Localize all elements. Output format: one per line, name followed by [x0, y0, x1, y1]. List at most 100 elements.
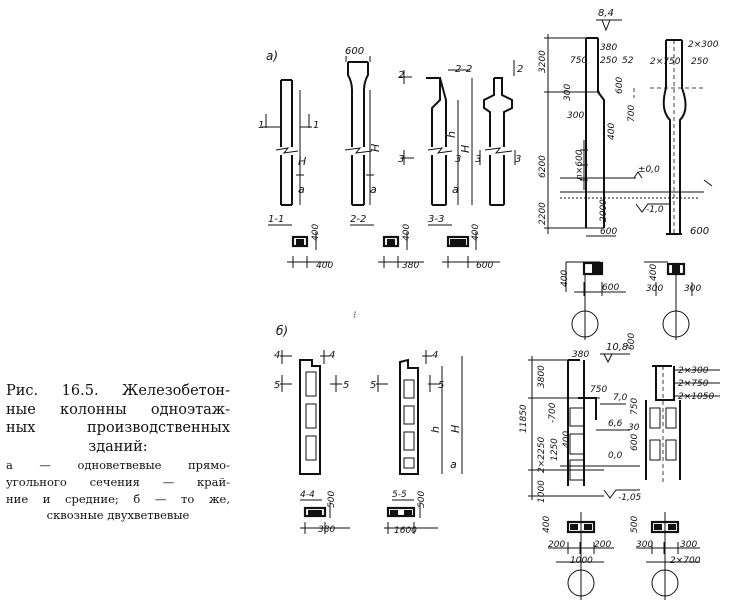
column-4-middle: 2 3 3: [475, 60, 523, 206]
svg-text:3800: 3800: [537, 365, 547, 388]
legend-line-4: сквозные двухветвевые: [46, 508, 190, 523]
svg-text:1000: 1000: [537, 480, 547, 503]
svg-text:500: 500: [630, 516, 640, 533]
svg-text:750: 750: [570, 56, 587, 66]
svg-text:700: 700: [627, 105, 637, 122]
section-3-3-label: 3-3: [428, 214, 444, 225]
level-0-0-b: 0,0: [608, 451, 623, 461]
svg-text:400: 400: [542, 516, 552, 533]
svg-text:600: 600: [690, 226, 709, 237]
frame-b-sections: 400 200 200 1000 500 300 300 2×700: [542, 512, 701, 600]
frame-b-extreme-column: 380 10,8 600 11850 3800 750 -700 7,0 400…: [519, 333, 642, 503]
svg-text:a: a: [370, 183, 377, 196]
frame-a-sections: 400 600 400 300 300: [560, 261, 701, 340]
svg-text:500: 500: [417, 491, 427, 508]
legend-line-3: ние и средние; б — то же,: [6, 491, 230, 506]
level-6-6: 6,6: [608, 419, 623, 429]
svg-text:3: 3: [398, 154, 404, 165]
svg-text:750: 750: [630, 398, 640, 415]
frame-a-middle-column: 2×300 2×750 250 600: [560, 39, 719, 237]
section-4-4-label: 4-4: [300, 490, 315, 500]
svg-text:2×700: 2×700: [670, 556, 701, 566]
caption-line-3: ных производственных: [6, 420, 230, 437]
svg-text:5: 5: [438, 380, 444, 391]
svg-text:30: 30: [628, 423, 640, 433]
svg-text:h: h: [429, 426, 442, 433]
column-5-two-branch: 4 4 5 5 4-4 500 380: [274, 350, 350, 535]
svg-text:300: 300: [646, 284, 663, 294]
svg-text:2×300: 2×300: [688, 40, 719, 50]
svg-text:4: 4: [329, 350, 335, 361]
svg-text:400: 400: [649, 264, 659, 281]
svg-text:2×2250: 2×2250: [537, 437, 547, 473]
svg-text:750: 750: [590, 385, 607, 395]
column-2-rectangular: 600 H a 2-2 400 380: [344, 46, 424, 271]
caption-line-4: зданий:: [88, 438, 148, 455]
level-10-8: 10,8: [606, 342, 628, 353]
section-1-1-label: 1-1: [268, 214, 284, 225]
svg-text:300: 300: [680, 540, 697, 550]
svg-text:400: 400: [316, 261, 333, 271]
svg-text:1600: 1600: [394, 526, 417, 536]
svg-text:2000: 2000: [599, 199, 609, 222]
svg-text:a: a: [452, 183, 459, 196]
svg-text:a: a: [450, 458, 457, 471]
level-8-4: 8,4: [598, 8, 614, 19]
svg-text:-700: -700: [548, 402, 558, 423]
svg-text:400: 400: [607, 123, 617, 140]
level-7-0: 7,0: [613, 393, 628, 403]
panel-b-marker: б): [276, 324, 288, 338]
figure-caption: Рис. 16.5. Железобетон- ные колонны одно…: [6, 382, 230, 523]
svg-text:5: 5: [274, 380, 280, 391]
svg-text:1: 1: [258, 120, 264, 131]
svg-text:11850: 11850: [519, 404, 529, 433]
svg-text:2×1050: 2×1050: [678, 392, 714, 402]
svg-text:2200: 2200: [538, 202, 548, 225]
svg-text:300: 300: [636, 540, 653, 550]
column-3-stepped: 2 2 2 3 3 h H a 3-3 400 600: [398, 64, 500, 271]
svg-text:52: 52: [622, 56, 634, 66]
svg-text:600: 600: [630, 434, 640, 451]
svg-text:1000: 1000: [570, 556, 593, 566]
svg-text:2: 2: [398, 70, 404, 81]
svg-text:380: 380: [318, 525, 335, 535]
frame-a-extreme-column: 8,4 3200 6200 2200 380 750 250 52 300 30…: [538, 8, 700, 237]
svg-text:2: 2: [517, 64, 523, 75]
frame-b-middle-column: 2×300 2×750 2×1050 750 30 600: [628, 365, 720, 482]
svg-text:400: 400: [560, 270, 570, 287]
svg-text:1250: 1250: [550, 438, 560, 461]
column-6-two-branch: 4 5 5 h H a 5-5 500 1600: [370, 350, 463, 536]
section-2-2-label: 2-2: [350, 214, 366, 225]
svg-text:600: 600: [600, 227, 617, 237]
svg-text:3: 3: [475, 154, 481, 165]
svg-text:600: 600: [627, 333, 637, 350]
svg-text:500: 500: [327, 491, 337, 508]
svg-text:300: 300: [567, 111, 584, 121]
caption-line-2: ные колонны одноэтаж-: [6, 401, 230, 418]
legend-line-2: угольного сечения — край-: [6, 474, 230, 489]
svg-text:380: 380: [572, 350, 589, 360]
section-5-5-label: 5-5: [392, 490, 407, 500]
svg-text:3: 3: [515, 154, 521, 165]
svg-text:2×300: 2×300: [678, 366, 709, 376]
svg-text:5: 5: [370, 380, 376, 391]
legend-line-1: а — одноветвевые прямо-: [6, 458, 230, 473]
svg-text:300: 300: [684, 284, 701, 294]
col2-top-dim: 600: [345, 46, 364, 57]
svg-text:400: 400: [402, 224, 412, 241]
caption-line-1: Рис. 16.5. Железобетон-: [6, 383, 230, 399]
svg-text:250: 250: [691, 57, 708, 67]
svg-text:4: 4: [432, 350, 438, 361]
svg-text:600: 600: [615, 77, 625, 94]
svg-text:2×750: 2×750: [650, 57, 681, 67]
svg-text:6200: 6200: [538, 155, 548, 178]
svg-text:400: 400: [562, 431, 572, 448]
scan-mark: ⁝: [353, 310, 356, 321]
svg-text:H: H: [459, 145, 472, 153]
svg-text:600: 600: [602, 283, 619, 293]
svg-text:1: 1: [313, 120, 319, 131]
svg-text:380: 380: [600, 43, 617, 53]
svg-text:4: 4: [274, 350, 280, 361]
svg-text:2×750: 2×750: [678, 379, 709, 389]
